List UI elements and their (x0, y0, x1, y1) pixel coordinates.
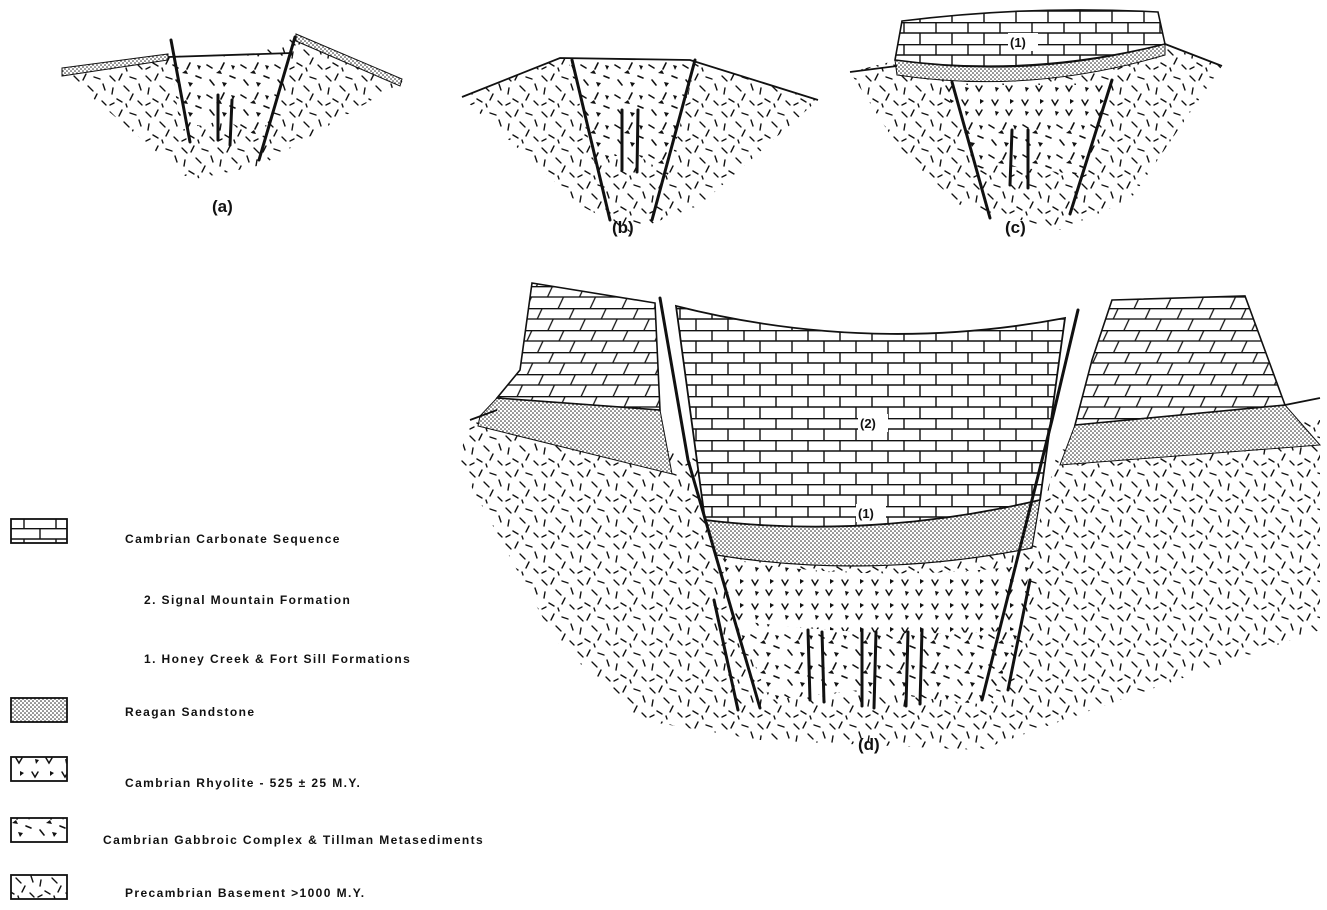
panel-d-right-carbonate (1075, 296, 1285, 425)
panel-c-label: (c) (1005, 218, 1026, 237)
legend: Cambrian Carbonate Sequence 2. Signal Mo… (11, 519, 484, 900)
panel-a-label: (a) (212, 197, 233, 216)
panel-d-left-carbonate (497, 283, 660, 410)
panel-b-cross-section: (b) (462, 58, 818, 237)
panel-d-unit2-label: (2) (860, 416, 876, 431)
legend-swatch-rhyolite (11, 757, 67, 781)
legend-label-honey-creek: 1. Honey Creek & Fort Sill Formations (144, 652, 411, 666)
panel-d-unit1-label: (1) (858, 506, 874, 521)
panel-d-label: (d) (858, 735, 880, 754)
legend-label-carbonate: Cambrian Carbonate Sequence (125, 532, 341, 546)
panel-c-cross-section: (1) (c) (850, 10, 1222, 237)
panel-c-rhyolite (942, 85, 1110, 120)
panel-d-inner-dike-1 (808, 630, 810, 700)
legend-label-rhyolite: Cambrian Rhyolite - 525 ± 25 M.Y. (125, 776, 361, 790)
legend-label-gabbro: Cambrian Gabbroic Complex & Tillman Meta… (103, 833, 484, 847)
panel-a-cross-section: (a) (62, 34, 402, 216)
panel-d-cross-section: (2) (1) (d) (458, 283, 1320, 754)
legend-label-signal-mountain: 2. Signal Mountain Formation (144, 593, 351, 607)
legend-swatch-basement (11, 875, 67, 899)
panel-b-label: (b) (612, 218, 634, 237)
legend-swatch-gabbro (11, 818, 67, 842)
legend-label-basement: Precambrian Basement >1000 M.Y. (125, 886, 366, 900)
legend-label-reagan-sandstone: Reagan Sandstone (125, 705, 255, 719)
panel-d-inner-dike-3 (906, 632, 908, 706)
legend-swatch-sandstone (11, 698, 67, 722)
legend-swatch-carbonate (11, 519, 67, 543)
panel-c-unit1-label: (1) (1010, 35, 1026, 50)
